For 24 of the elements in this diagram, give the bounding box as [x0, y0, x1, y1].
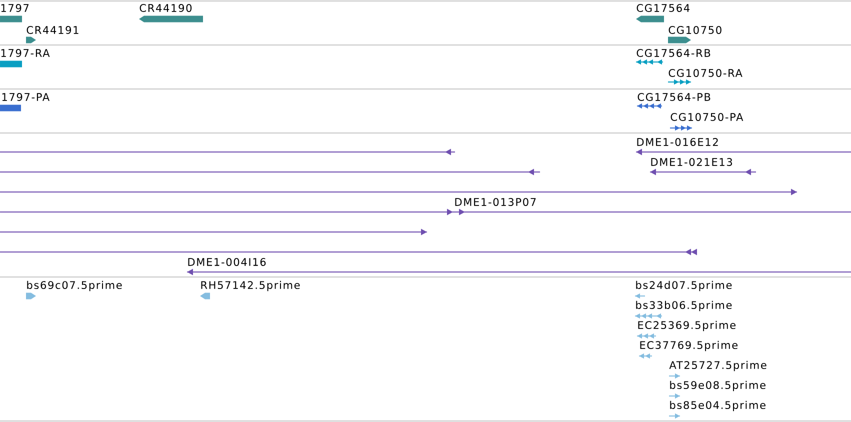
feature-label: 1797-PA: [2, 93, 50, 101]
feature-label: 1797-RA: [1, 49, 50, 57]
feature-label: CG17564: [636, 4, 690, 12]
feature-label: CR44191: [26, 26, 78, 34]
feature-label: bs24d07.5prime: [636, 280, 732, 292]
feature-label: DME1-016E12: [637, 138, 718, 146]
feature-label: bs33b06.5prime: [636, 300, 732, 312]
feature-label: RH57142.5prime: [201, 280, 300, 292]
feature-label: EC25369.5prime: [638, 320, 736, 332]
feature-label: CG17564-RB: [636, 49, 710, 57]
feature-label: AT25727.5prime: [669, 360, 766, 372]
feature-label: CG10750-RA: [668, 69, 742, 77]
feature-label: DME1-021E13: [651, 158, 732, 166]
feature-label: EC37769.5prime: [640, 340, 738, 352]
feature-label: CG17564-PB: [638, 93, 710, 101]
feature-label: DME1-004I16: [188, 258, 266, 266]
feature-label: CG10750: [668, 26, 722, 34]
feature-label: CR44190: [140, 4, 192, 12]
feature-label: CG10750-PA: [670, 113, 744, 121]
feature-label: bs69c07.5prime: [27, 280, 122, 292]
feature-label: DME1-013P07: [455, 198, 536, 206]
feature-label: bs85e04.5prime: [670, 400, 766, 412]
feature-label: bs59e08.5prime: [670, 380, 766, 392]
feature-label: 1797: [1, 4, 29, 12]
